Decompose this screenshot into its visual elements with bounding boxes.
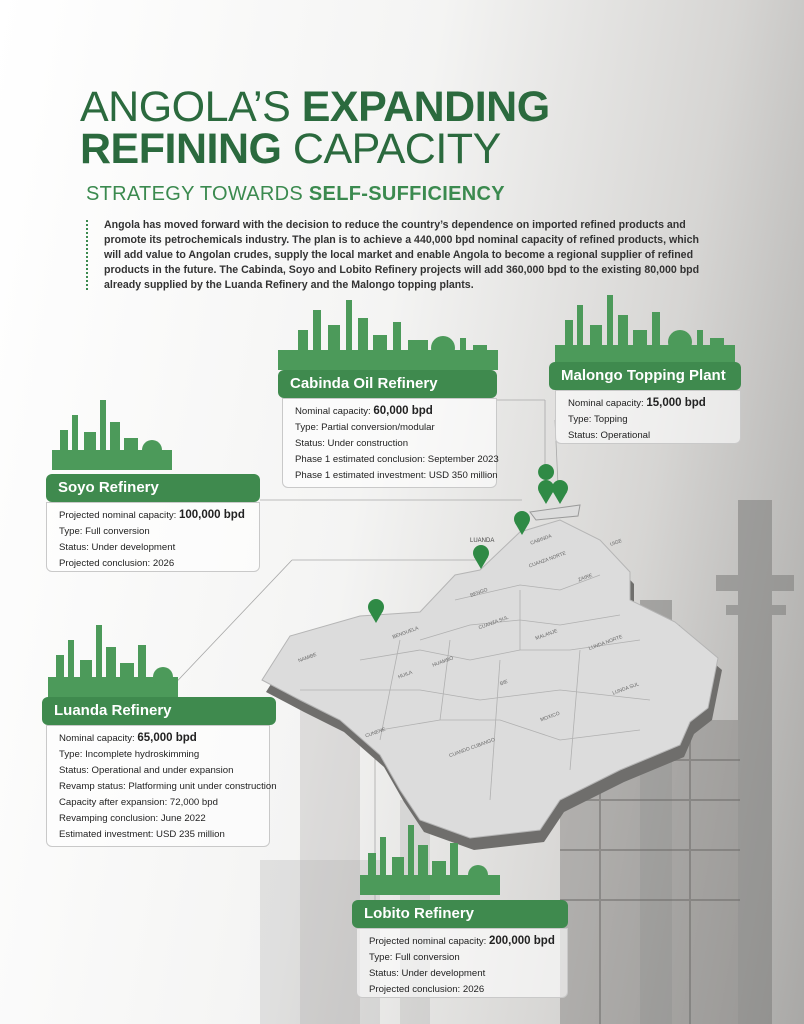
detail-text: Projected conclusion: 2026: [369, 984, 485, 995]
type-text: Type: Full conversion: [369, 952, 460, 963]
status-text: Status: Operational: [568, 430, 651, 441]
detail-text: Estimated investment: USD 235 million: [59, 829, 225, 840]
detail-text: Capacity after expansion: 72,000 bpd: [59, 797, 218, 808]
status-text: Status: Under development: [369, 968, 486, 979]
card-body-cabinda: Nominal capacity: 60,000 bpd Type: Parti…: [282, 398, 499, 488]
capacity-value: 65,000 bpd: [137, 732, 197, 744]
subtitle: STRATEGY TOWARDS SELF-SUFFICIENCY: [86, 183, 505, 206]
card-title-lobito: Lobito Refinery: [352, 900, 568, 928]
refinery-skylines: [48, 295, 735, 895]
capacity-label: Nominal capacity:: [295, 406, 371, 417]
type-text: Type: Topping: [568, 414, 628, 425]
status-text: Status: Under construction: [295, 438, 409, 449]
title-bold-part: REFINING: [80, 125, 282, 173]
intro-paragraph: Angola has moved forward with the decisi…: [104, 219, 700, 291]
detail-text: Phase 1 estimated conclusion: September …: [295, 454, 499, 465]
title-light-part: ANGOLA’S: [80, 83, 291, 131]
capacity-value: 15,000 bpd: [646, 397, 706, 409]
card-body-malongo: Nominal capacity: 15,000 bpd Type: Toppi…: [555, 390, 741, 444]
page-title-line2: REFINING CAPACITY: [80, 126, 501, 172]
type-text: Type: Partial conversion/modular: [295, 422, 435, 433]
capacity-value: 100,000 bpd: [179, 509, 245, 521]
angola-map: [261, 504, 722, 850]
type-text: Type: Incomplete hydroskimming: [59, 749, 200, 760]
card-title-cabinda: Cabinda Oil Refinery: [278, 370, 497, 398]
capacity-label: Projected nominal capacity:: [59, 510, 177, 521]
capacity-label: Projected nominal capacity:: [369, 936, 487, 947]
detail-text: Revamping conclusion: June 2022: [59, 813, 206, 824]
card-body-soyo: Projected nominal capacity: 100,000 bpd …: [46, 502, 260, 572]
pin-cabinda-icon: [538, 464, 555, 502]
type-text: Type: Full conversion: [59, 526, 150, 537]
card-title-soyo: Soyo Refinery: [46, 474, 260, 502]
card-title-luanda: Luanda Refinery: [42, 697, 276, 725]
map-label-luanda: LUANDA: [470, 538, 495, 544]
subtitle-bold: SELF-SUFFICIENCY: [308, 183, 505, 205]
capacity-value: 60,000 bpd: [373, 405, 433, 417]
title-light-part: CAPACITY: [292, 125, 501, 173]
detail-text: Revamp status: Platforming unit under co…: [59, 781, 277, 792]
capacity-label: Nominal capacity:: [568, 398, 644, 409]
dotted-divider: [86, 220, 92, 290]
status-text: Status: Operational and under expansion: [59, 765, 234, 776]
title-bold-part: EXPANDING: [301, 83, 550, 131]
map-pins: [368, 464, 568, 623]
page-title-line1: ANGOLA’S EXPANDING: [80, 84, 550, 130]
card-body-luanda: Nominal capacity: 65,000 bpd Type: Incom…: [46, 725, 277, 847]
card-title-malongo: Malongo Topping Plant: [549, 362, 741, 390]
detail-text: Phase 1 estimated investment: USD 350 mi…: [295, 470, 498, 481]
capacity-label: Nominal capacity:: [59, 733, 135, 744]
capacity-value: 200,000 bpd: [489, 935, 555, 947]
card-body-lobito: Projected nominal capacity: 200,000 bpd …: [356, 928, 568, 998]
detail-text: Projected conclusion: 2026: [59, 558, 175, 569]
status-text: Status: Under development: [59, 542, 176, 553]
subtitle-light: STRATEGY TOWARDS: [86, 183, 304, 205]
